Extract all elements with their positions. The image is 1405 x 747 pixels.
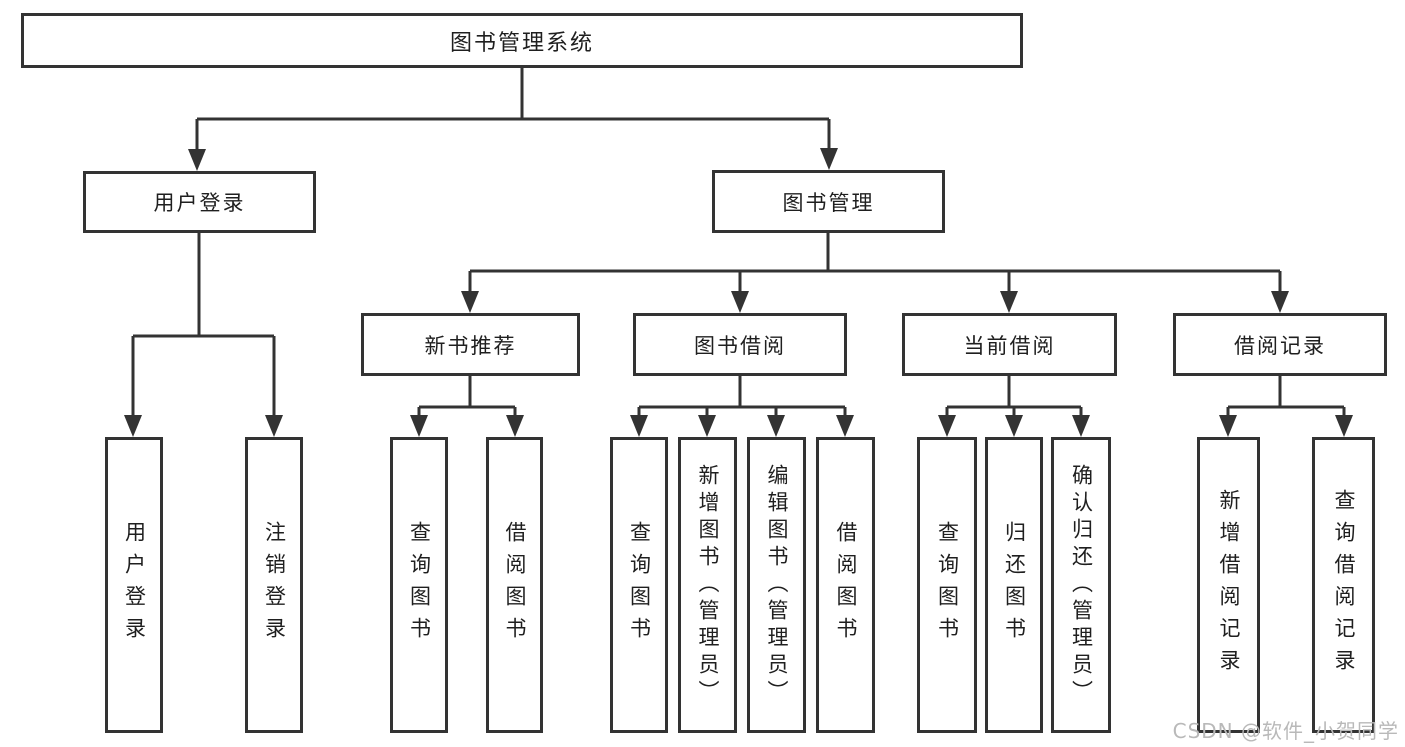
arrowhead — [836, 415, 854, 437]
leaf-add-borrow-record: 新增借阅记录 — [1197, 437, 1260, 733]
arrowhead — [506, 415, 524, 437]
arrowhead — [188, 149, 206, 171]
node-label: 借阅图书 — [834, 521, 858, 649]
leaf-logout: 注销登录 — [245, 437, 303, 733]
node-label: 新书推荐 — [424, 333, 517, 358]
arrowhead — [938, 415, 956, 437]
leaf-query-books: 查询图书 — [917, 437, 977, 733]
node-label: 用户登录 — [122, 521, 147, 649]
node-book-management: 图书管理 — [712, 170, 945, 233]
csdn-watermark: CSDN @软件_小贺同学 — [1172, 719, 1399, 743]
node-label: 借阅记录 — [1234, 333, 1326, 358]
leaf-user-login: 用户登录 — [105, 437, 163, 733]
arrowhead — [1335, 415, 1353, 437]
arrowhead — [820, 148, 838, 170]
arrowhead — [630, 415, 648, 437]
node-label: 查询图书 — [407, 521, 432, 649]
node-book-borrowing: 图书借阅 — [633, 313, 847, 376]
node-borrow-records: 借阅记录 — [1173, 313, 1387, 376]
node-label: 新增图书（管理员） — [696, 463, 720, 707]
arrowhead — [1271, 291, 1289, 313]
node-label: 查询借阅记录 — [1332, 489, 1356, 681]
leaf-borrow-books: 借阅图书 — [816, 437, 875, 733]
node-user-login: 用户登录 — [83, 171, 316, 233]
arrowhead — [698, 415, 716, 437]
node-label: 确认归还（管理员） — [1069, 463, 1094, 707]
node-label: 新增借阅记录 — [1217, 489, 1241, 681]
node-label: 注销登录 — [262, 521, 287, 649]
node-label: 归还图书 — [1002, 521, 1027, 649]
leaf-edit-books-admin: 编辑图书（管理员） — [747, 437, 806, 733]
node-label: 借阅图书 — [503, 521, 527, 649]
node-label: 编辑图书（管理员） — [765, 463, 789, 707]
arrowhead — [1000, 291, 1018, 313]
node-label: 查询图书 — [935, 521, 960, 649]
node-library-system: 图书管理系统 — [21, 13, 1023, 68]
arrowhead — [461, 291, 479, 313]
arrowhead — [410, 415, 428, 437]
leaf-borrow-books: 借阅图书 — [486, 437, 543, 733]
leaf-query-borrow-record: 查询借阅记录 — [1312, 437, 1375, 733]
node-label: 图书借阅 — [694, 333, 786, 358]
node-new-book-recommend: 新书推荐 — [361, 313, 580, 376]
node-label: 当前借阅 — [963, 333, 1056, 358]
arrowhead — [731, 291, 749, 313]
node-current-borrowing: 当前借阅 — [902, 313, 1117, 376]
leaf-return-books: 归还图书 — [985, 437, 1043, 733]
arrowhead — [124, 415, 142, 437]
leaf-add-books-admin: 新增图书（管理员） — [678, 437, 737, 733]
node-label: 图书管理系统 — [449, 30, 594, 56]
arrowhead — [1072, 415, 1090, 437]
arrowhead — [1005, 415, 1023, 437]
node-label: 查询图书 — [627, 521, 652, 649]
arrowhead — [265, 415, 283, 437]
node-label: 用户登录 — [153, 191, 246, 215]
node-label: 图书管理 — [782, 190, 875, 215]
leaf-query-books: 查询图书 — [610, 437, 668, 733]
arrowhead — [1219, 415, 1237, 437]
leaf-query-books: 查询图书 — [390, 437, 448, 733]
arrowhead — [767, 415, 785, 437]
leaf-confirm-return-admin: 确认归还（管理员） — [1051, 437, 1111, 733]
